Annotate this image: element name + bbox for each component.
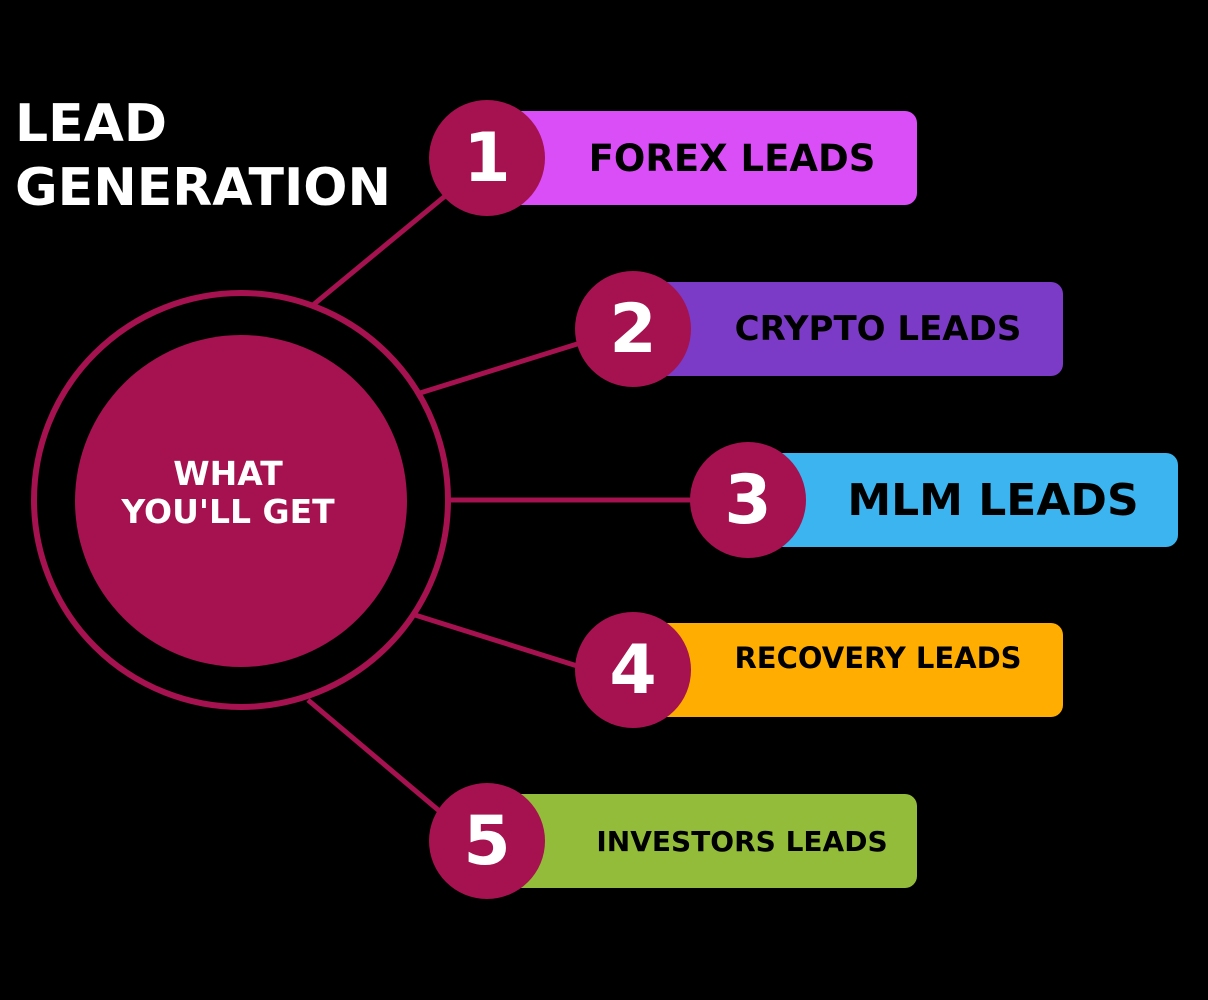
item-bar-3: MLM LEADS (748, 453, 1178, 547)
item-label: CRYPTO LEADS (734, 309, 1022, 349)
center-line-2: YOU'LL GET (121, 492, 335, 531)
center-circle (75, 335, 407, 667)
item-number-1: 1 (429, 100, 545, 216)
item-bar-4: RECOVERY LEADS (633, 623, 1063, 717)
item-number-4: 4 (575, 612, 691, 728)
title-line-2: GENERATION (15, 158, 392, 218)
item-label: MLM LEADS (847, 474, 1139, 526)
connector-4 (414, 612, 591, 673)
item-number-3: 3 (690, 442, 806, 558)
item-bar-1: FOREX LEADS (487, 111, 917, 205)
item-number-2: 2 (575, 271, 691, 387)
outer-ring (31, 290, 451, 710)
item-number-5: 5 (429, 783, 545, 899)
title-line-1: LEAD (15, 94, 168, 154)
item-label: FOREX LEADS (588, 136, 876, 180)
center-line-1: WHAT (173, 454, 283, 493)
item-label: INVESTORS LEADS (596, 824, 888, 858)
item-bar-2: CRYPTO LEADS (633, 282, 1063, 376)
connector-2 (419, 337, 591, 396)
center-label: WHAT YOU'LL GET (75, 455, 381, 531)
connector-5 (306, 698, 452, 822)
item-label: RECOVERY LEADS (734, 641, 1022, 675)
connector-1 (311, 190, 452, 307)
item-bar-5: INVESTORS LEADS (487, 794, 917, 888)
page-title: LEAD GENERATION (15, 92, 391, 220)
